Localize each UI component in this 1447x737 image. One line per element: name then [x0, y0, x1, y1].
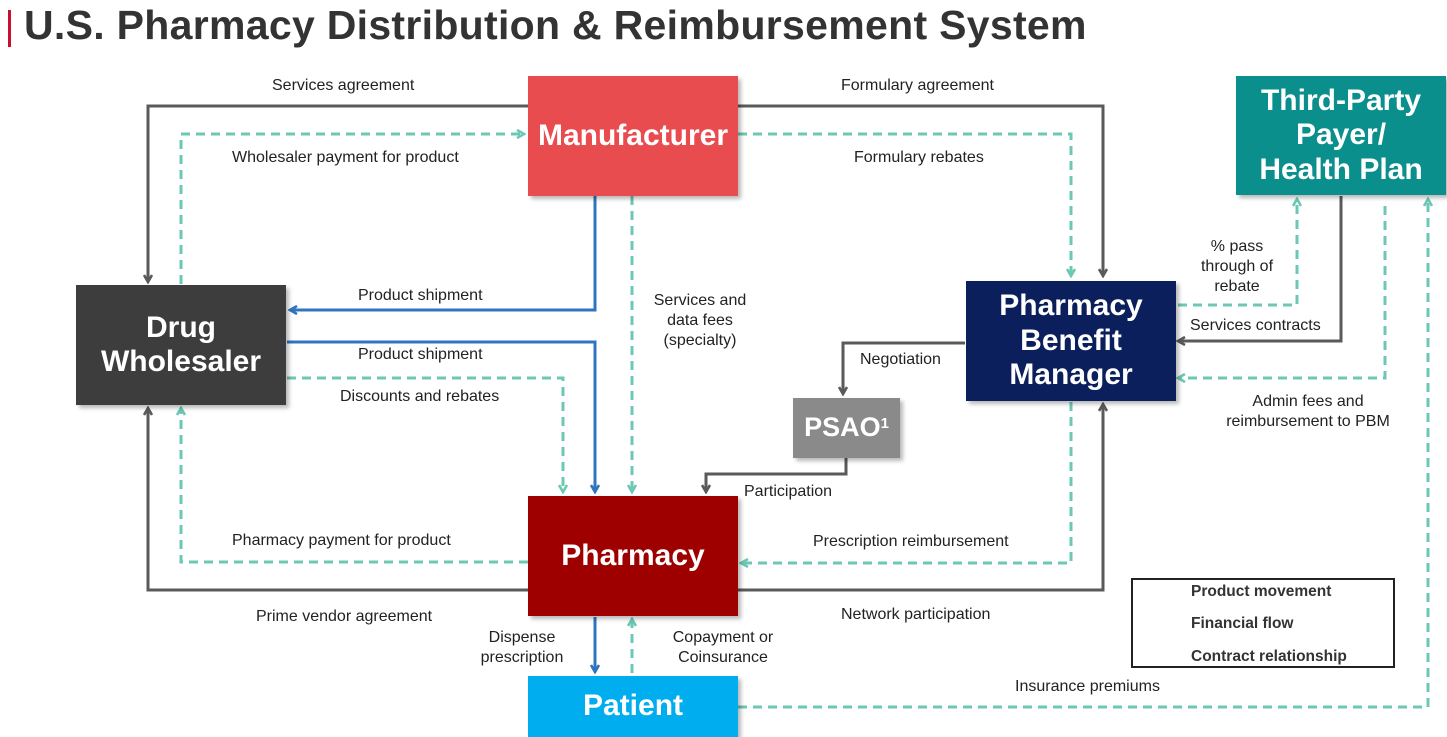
arrow-product-shipment-1 [290, 196, 597, 310]
arrow-network-participation [738, 404, 1103, 592]
label-dispense: Dispense prescription [480, 629, 564, 666]
label-product-shipment-1: Product shipment [358, 287, 483, 304]
arrow-prime-vendor [148, 408, 528, 592]
arrow-services-agreement [148, 104, 528, 282]
label-services-data-fees: Services and data fees (specialty) [653, 292, 747, 349]
label-insurance-premiums: Insurance premiums [1015, 678, 1160, 695]
label-rebate-pass-through: % pass through of rebate [1200, 238, 1274, 295]
arrow-participation [706, 458, 848, 492]
page-title: U.S. Pharmacy Distribution & Reimburseme… [24, 2, 1087, 48]
node-pharmacy-benefit-manager: Pharmacy Benefit Manager [966, 281, 1176, 401]
label-network-participation: Network participation [841, 606, 991, 623]
label-services-contracts: Services contracts [1190, 317, 1321, 334]
arrow-pharmacy-payment [181, 408, 528, 564]
arrow-prescription-reimbursement [741, 402, 1073, 563]
arrow-wholesaler-payment [179, 134, 524, 284]
node-patient: Patient [528, 676, 738, 737]
label-prescription-reimbursement: Prescription reimbursement [813, 533, 1009, 550]
legend-contract-relationship: Contract relationship [1191, 648, 1347, 665]
arrow-insurance-premiums [738, 199, 1428, 709]
node-third-party-payer: Third-Party Payer/ Health Plan [1236, 76, 1446, 195]
label-participation: Participation [744, 483, 833, 500]
arrow-admin-fees [1178, 206, 1387, 378]
label-product-shipment-2: Product shipment [358, 346, 483, 363]
arrow-discounts-rebates [287, 376, 563, 492]
psao-footnote-mark: 1 [880, 415, 889, 433]
label-admin-fees: Admin fees and reimbursement to PBM [1226, 393, 1390, 430]
node-pharmacy: Pharmacy [528, 496, 738, 616]
title-accent-bar [8, 10, 11, 47]
legend: Product movement Financial flow Contract… [1131, 578, 1395, 668]
label-copayment: Copayment or Coinsurance [672, 629, 774, 666]
arrow-product-shipment-2 [287, 340, 595, 492]
label-formulary-rebates: Formulary rebates [854, 149, 984, 166]
label-wholesaler-payment: Wholesaler payment for product [232, 149, 459, 166]
arrow-formulary-agreement [738, 104, 1103, 276]
label-prime-vendor: Prime vendor agreement [256, 608, 433, 625]
node-manufacturer: Manufacturer [528, 76, 738, 196]
legend-product-movement: Product movement [1191, 583, 1332, 600]
label-pharmacy-payment: Pharmacy payment for product [232, 532, 451, 549]
node-drug-wholesaler: Drug Wholesaler [76, 285, 286, 405]
label-discounts-rebates: Discounts and rebates [340, 388, 500, 405]
label-services-agreement: Services agreement [272, 77, 415, 94]
arrow-services-contracts [1178, 196, 1343, 341]
arrow-formulary-rebates [738, 132, 1071, 276]
legend-financial-flow: Financial flow [1191, 615, 1294, 632]
arrow-negotiation [843, 341, 965, 394]
label-formulary-agreement: Formulary agreement [841, 77, 994, 94]
label-negotiation: Negotiation [860, 351, 941, 368]
